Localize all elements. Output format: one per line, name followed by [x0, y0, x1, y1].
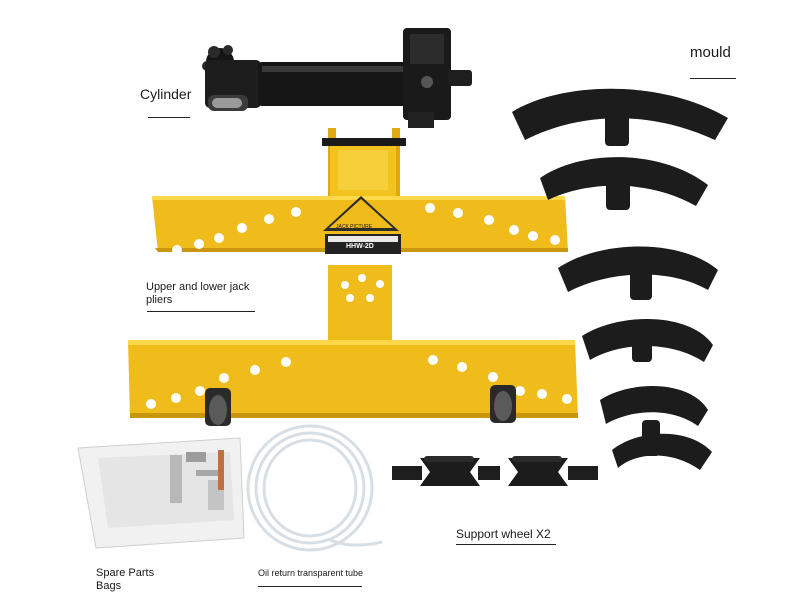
oil-return-tube	[246, 424, 383, 552]
mould-underline	[690, 78, 736, 79]
mould-set	[512, 88, 728, 470]
plate-model-text: HHW-2D	[346, 243, 374, 250]
pliers-label-line2: pliers	[146, 294, 173, 306]
spare-parts-label-line1: Spare Parts	[96, 567, 155, 579]
support-wheel-label: Support wheel X2	[456, 527, 551, 541]
hydraulic-cylinder	[202, 28, 472, 128]
cylinder-underline	[148, 117, 190, 118]
spare-parts-label-line2: Bags	[96, 580, 122, 592]
support-wheels	[392, 456, 598, 486]
lower-jack-plier	[128, 265, 578, 426]
cylinder-label: Cylinder	[140, 86, 192, 102]
spare-parts-bag	[77, 437, 245, 549]
mould-label: mould	[690, 44, 731, 61]
oil-tube-underline	[258, 586, 362, 587]
upper-jack-plier	[152, 128, 568, 255]
oil-tube-label: Oil return transparent tube	[258, 568, 364, 578]
support-wheel-underline	[456, 544, 556, 545]
pliers-underline	[147, 311, 255, 312]
pliers-label-line1: Upper and lower jack	[146, 281, 250, 293]
plate-warning-text: JACK PICTURE	[336, 224, 373, 230]
